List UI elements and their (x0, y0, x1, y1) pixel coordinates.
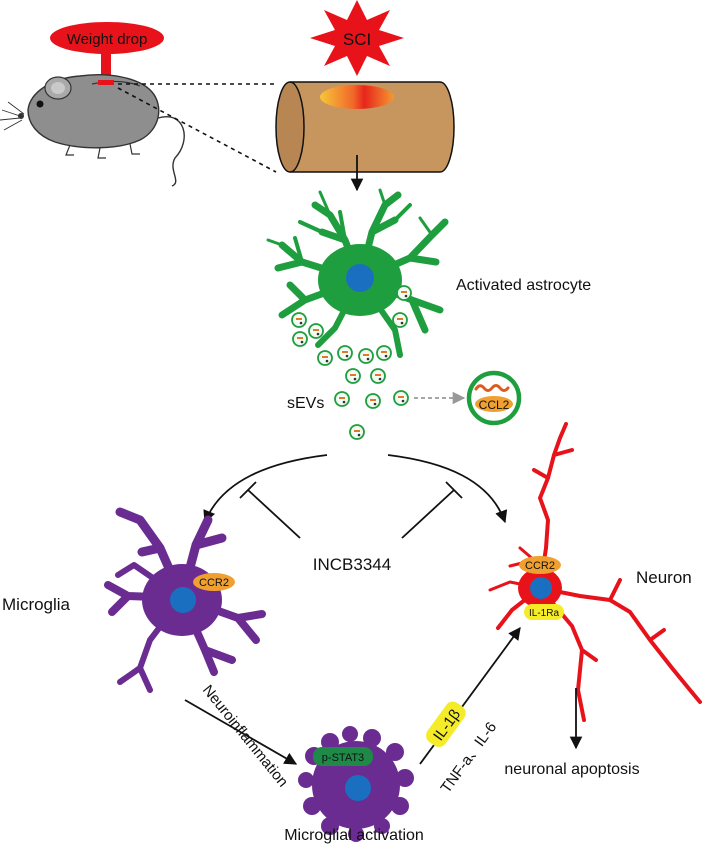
neuron-nucleus (530, 577, 552, 599)
activated-astrocyte (266, 188, 449, 358)
sci-label: SCI (343, 30, 371, 49)
neuroinflammation-label: Neuroinflammation (199, 682, 291, 791)
microglia-cell: CCR2 (104, 507, 266, 693)
arrow-neuroinflammation (184, 699, 298, 765)
lesion-site (320, 85, 394, 109)
spinal-cord-segment (275, 81, 455, 173)
microglia-label: Microglia (2, 595, 71, 614)
ccl2-label: CCL2 (479, 398, 510, 412)
il1ra-label: IL-1Ra (529, 608, 559, 619)
weight-drop-device: Weight drop (50, 22, 164, 80)
neuron-ccr2-label: CCR2 (525, 560, 555, 572)
activated-astrocyte-label: Activated astrocyte (456, 277, 591, 294)
vesicle (291, 285, 412, 440)
microglial-activation-label: Microglial activation (284, 827, 424, 844)
activated-microglia-cell: p-STAT3 (298, 726, 414, 842)
ccl2-vesicle: CCL2 (466, 370, 522, 426)
incb3344-inhibition (239, 481, 463, 539)
astrocyte-nucleus (346, 264, 374, 292)
incb3344-label: INCB3344 (313, 555, 391, 574)
arrow-sevs-to-neuron (387, 454, 508, 524)
neuron-cell: CCR2 IL-1Ra (488, 422, 702, 722)
arrow-sevs-to-microglia (203, 454, 328, 524)
pstat3-label: p-STAT3 (322, 752, 364, 764)
microglia-ccr2-label: CCR2 (199, 577, 229, 589)
sevs-label: sEVs (287, 395, 324, 412)
microglia-nucleus (170, 587, 196, 613)
mouse-illustration (0, 74, 185, 187)
sevs-vesicles (291, 285, 412, 440)
neuronal-apoptosis-label: neuronal apoptosis (504, 761, 639, 778)
zoom-lines (117, 83, 277, 173)
sci-burst: SCI (310, 0, 404, 76)
activated-microglia-nucleus (345, 775, 371, 801)
neuron-label: Neuron (636, 568, 692, 587)
weight-drop-label: Weight drop (67, 31, 148, 48)
